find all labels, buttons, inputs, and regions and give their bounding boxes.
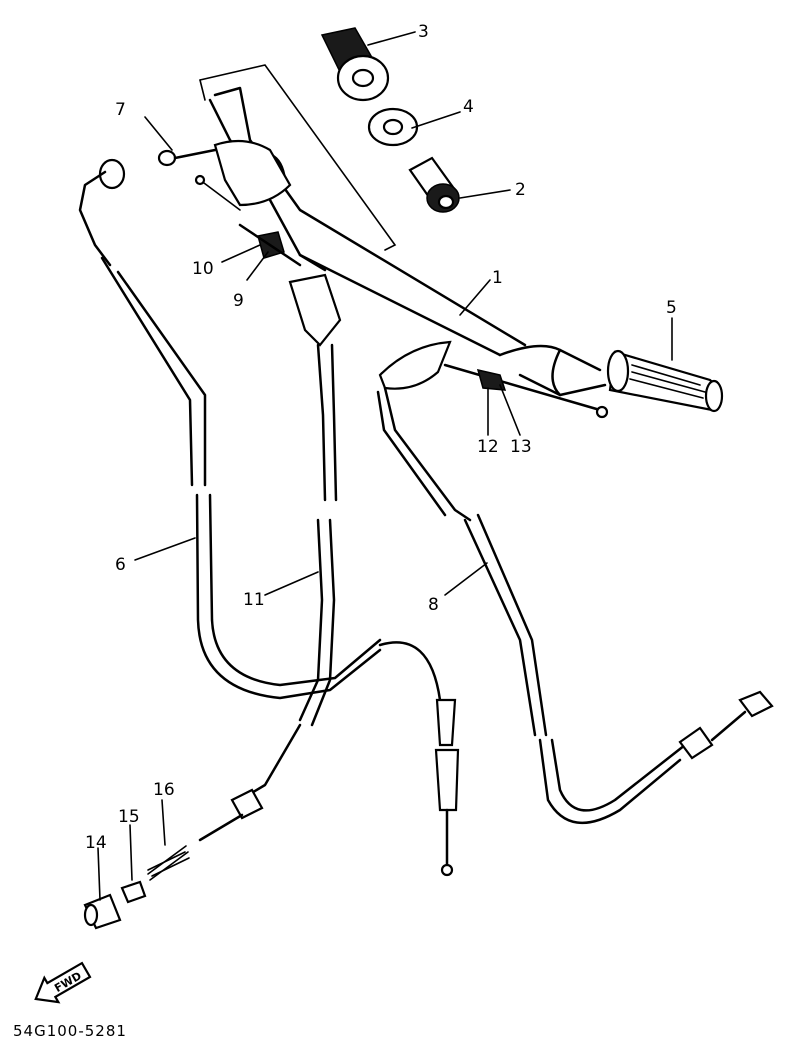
callout-9: 9 <box>233 291 244 311</box>
throttle-sleeve <box>408 156 460 213</box>
callout-5: 5 <box>666 298 677 318</box>
right-grip <box>606 349 724 413</box>
callout-7: 7 <box>115 100 126 120</box>
cable-6 <box>78 158 460 877</box>
fwd-arrow-icon: FWD <box>34 961 92 1004</box>
callout-2: 2 <box>515 180 526 200</box>
left-housing <box>157 139 292 211</box>
cable-8 <box>376 386 774 825</box>
center-switch <box>288 273 342 347</box>
callout-13: 13 <box>510 437 532 457</box>
throttle-grip <box>320 27 390 102</box>
grip-washer <box>367 107 419 147</box>
cable-end-cap <box>120 880 147 904</box>
drawing-code: 54G100-5281 <box>13 1022 127 1040</box>
callout-12: 12 <box>477 437 499 457</box>
callout-4: 4 <box>463 97 474 117</box>
cable-end-fitting <box>83 893 122 930</box>
callout-3: 3 <box>418 22 429 42</box>
callout-1: 1 <box>492 268 503 288</box>
callout-11: 11 <box>243 590 265 610</box>
callout-16: 16 <box>153 780 175 800</box>
right-lever <box>378 340 609 419</box>
callout-15: 15 <box>118 807 140 827</box>
cable-adjuster-left <box>238 223 302 267</box>
callout-8: 8 <box>428 595 439 615</box>
cable-11 <box>147 343 338 881</box>
cable-spring <box>147 851 190 877</box>
callout-6: 6 <box>115 555 126 575</box>
throttle-grip-frame <box>199 64 397 251</box>
callout-10: 10 <box>192 259 214 279</box>
callout-14: 14 <box>85 833 107 853</box>
leader-lines <box>97 31 673 901</box>
